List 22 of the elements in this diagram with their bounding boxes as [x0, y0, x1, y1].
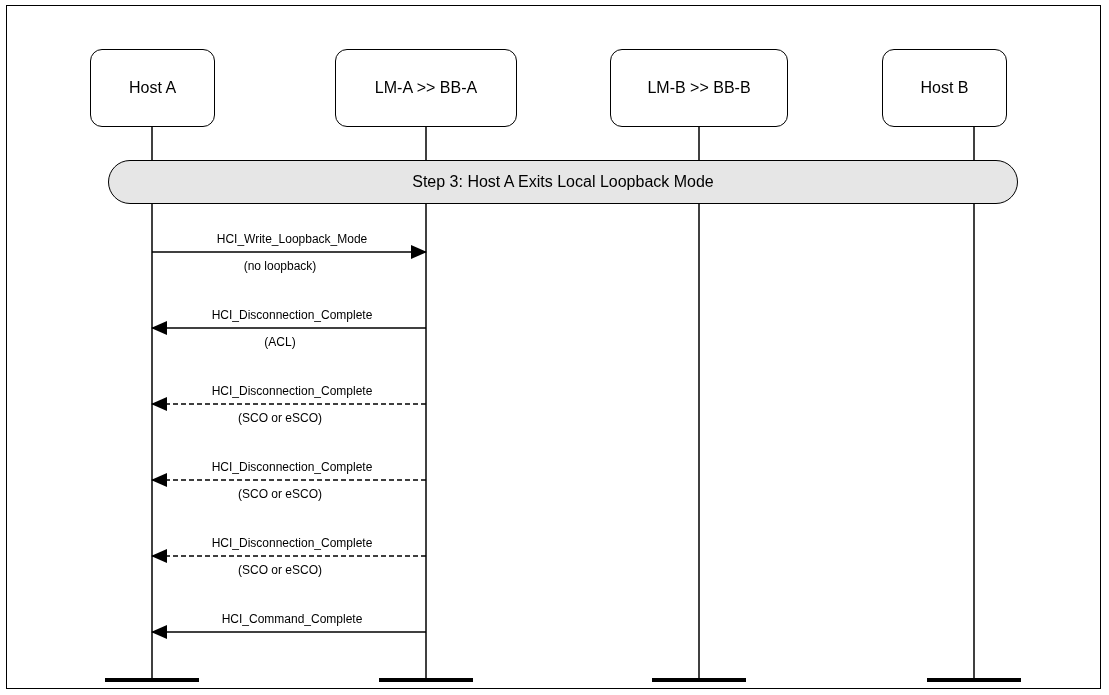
- message-note: (ACL): [264, 335, 296, 349]
- message-note: (SCO or eSCO): [238, 411, 322, 425]
- participant-box: Host A: [90, 49, 215, 127]
- message-arrow: [151, 397, 427, 411]
- message-note: (no loopback): [243, 259, 317, 273]
- message-note: (SCO or eSCO): [238, 487, 322, 501]
- message-label: HCI_Disconnection_Complete: [211, 460, 373, 474]
- message-label: HCI_Write_Loopback_Mode: [216, 232, 368, 246]
- participant-box: Host B: [882, 49, 1007, 127]
- message-arrow: [151, 245, 427, 259]
- message-label: HCI_Disconnection_Complete: [211, 536, 373, 550]
- message-arrow: [151, 321, 427, 335]
- message-label: HCI_Command_Complete: [221, 612, 363, 626]
- message-arrow: [151, 625, 427, 639]
- participant-box: LM-B >> BB-B: [610, 49, 788, 127]
- step-band: Step 3: Host A Exits Local Loopback Mode: [108, 160, 1018, 204]
- message-arrow: [151, 473, 427, 487]
- message-label: HCI_Disconnection_Complete: [211, 384, 373, 398]
- message-label: HCI_Disconnection_Complete: [211, 308, 373, 322]
- message-arrow: [151, 549, 427, 563]
- participant-box: LM-A >> BB-A: [335, 49, 517, 127]
- message-note: (SCO or eSCO): [238, 563, 322, 577]
